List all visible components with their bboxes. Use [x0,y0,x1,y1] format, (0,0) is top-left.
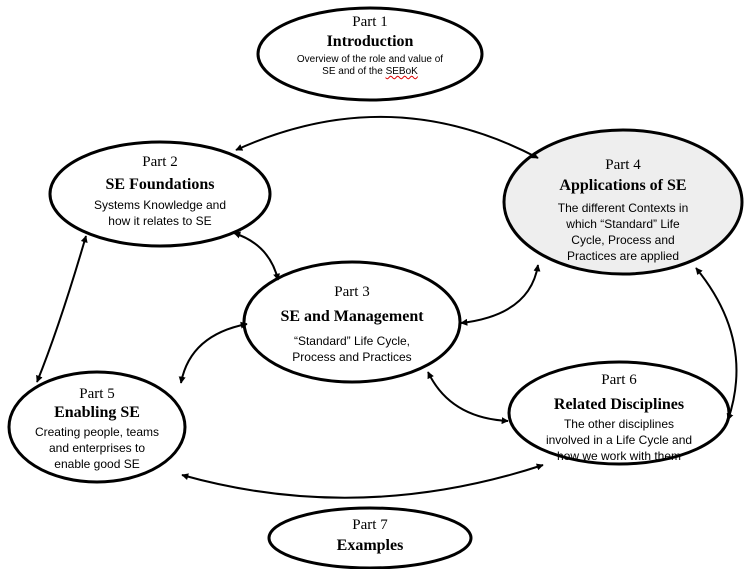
part4-ellipse [502,128,744,276]
part6-description-line1: The other disciplines [563,417,675,431]
part3-node: Part 3 SE and Management “Standard” Life… [252,283,452,365]
connector-part3-part5 [178,321,248,384]
part5-ellipse [7,370,187,484]
part7-ellipse [267,506,473,569]
part2-node: Part 2 SE Foundations Systems Knowledge … [60,153,260,229]
connector-part2-part5 [36,235,88,383]
part4-description-line4: Practices are applied [566,249,680,263]
connector-part3-part4 [460,264,541,326]
part6-title: Related Disciplines [553,396,685,413]
part4-title: Applications of SE [559,177,687,194]
part7-title: Examples [336,537,404,554]
part4-node: Part 4 Applications of SE The different … [518,156,728,264]
part5-description-line1: Creating people, teams [34,425,160,439]
part1-description-prefix: SE and of the [322,66,386,77]
part4-number: Part 4 [605,157,641,173]
part1-description-line2: SE and of the SEBoK [270,66,470,78]
part3-number: Part 3 [334,284,370,300]
part4-description-line3: Cycle, Process and [571,233,675,247]
part3-description-line1: “Standard” Life Cycle, [293,334,411,348]
part5-description-line3: enable good SE [54,457,140,471]
part1-description-line1: Overview of the role and value of [296,54,444,65]
part5-node: Part 5 Enabling SE Creating people, team… [7,385,187,472]
connector-part2-part3 [233,231,281,281]
part4-description-line2: which “Standard” Life [566,217,680,231]
part3-title: SE and Management [280,308,424,325]
part2-ellipse [48,140,272,248]
connector-part4-part6 [695,267,738,421]
part4-description-line1: The different Contexts in [557,201,689,215]
part2-description-line1: Systems Knowledge and [93,198,227,212]
part1-number: Part 1 [352,14,388,30]
part6-description-line2: involved in a Life Cycle and [545,433,693,447]
part1-node: Part 1 Introduction Overview of the role… [270,13,470,78]
sebok-term: SEBoK [385,66,418,77]
part7-node: Part 7 Examples [270,516,470,556]
part5-number: Part 5 [79,386,115,402]
connector-part3-part6 [427,371,509,425]
part6-description-line3: how we work with them [556,449,682,463]
part2-title: SE Foundations [105,176,215,193]
part6-number: Part 6 [601,372,637,388]
part6-node: Part 6 Related Disciplines The other dis… [509,371,729,464]
connector-part2-part4 [235,115,539,159]
connector-part5-part6 [181,463,544,499]
part1-ellipse [256,6,484,102]
part2-number: Part 2 [142,154,178,170]
part7-number: Part 7 [352,517,388,533]
part3-description-line2: Process and Practices [292,350,412,364]
part5-title: Enabling SE [54,404,140,421]
part2-description-line2: how it relates to SE [108,214,212,228]
part5-description-line2: and enterprises to [48,441,146,455]
part1-title: Introduction [326,33,414,50]
